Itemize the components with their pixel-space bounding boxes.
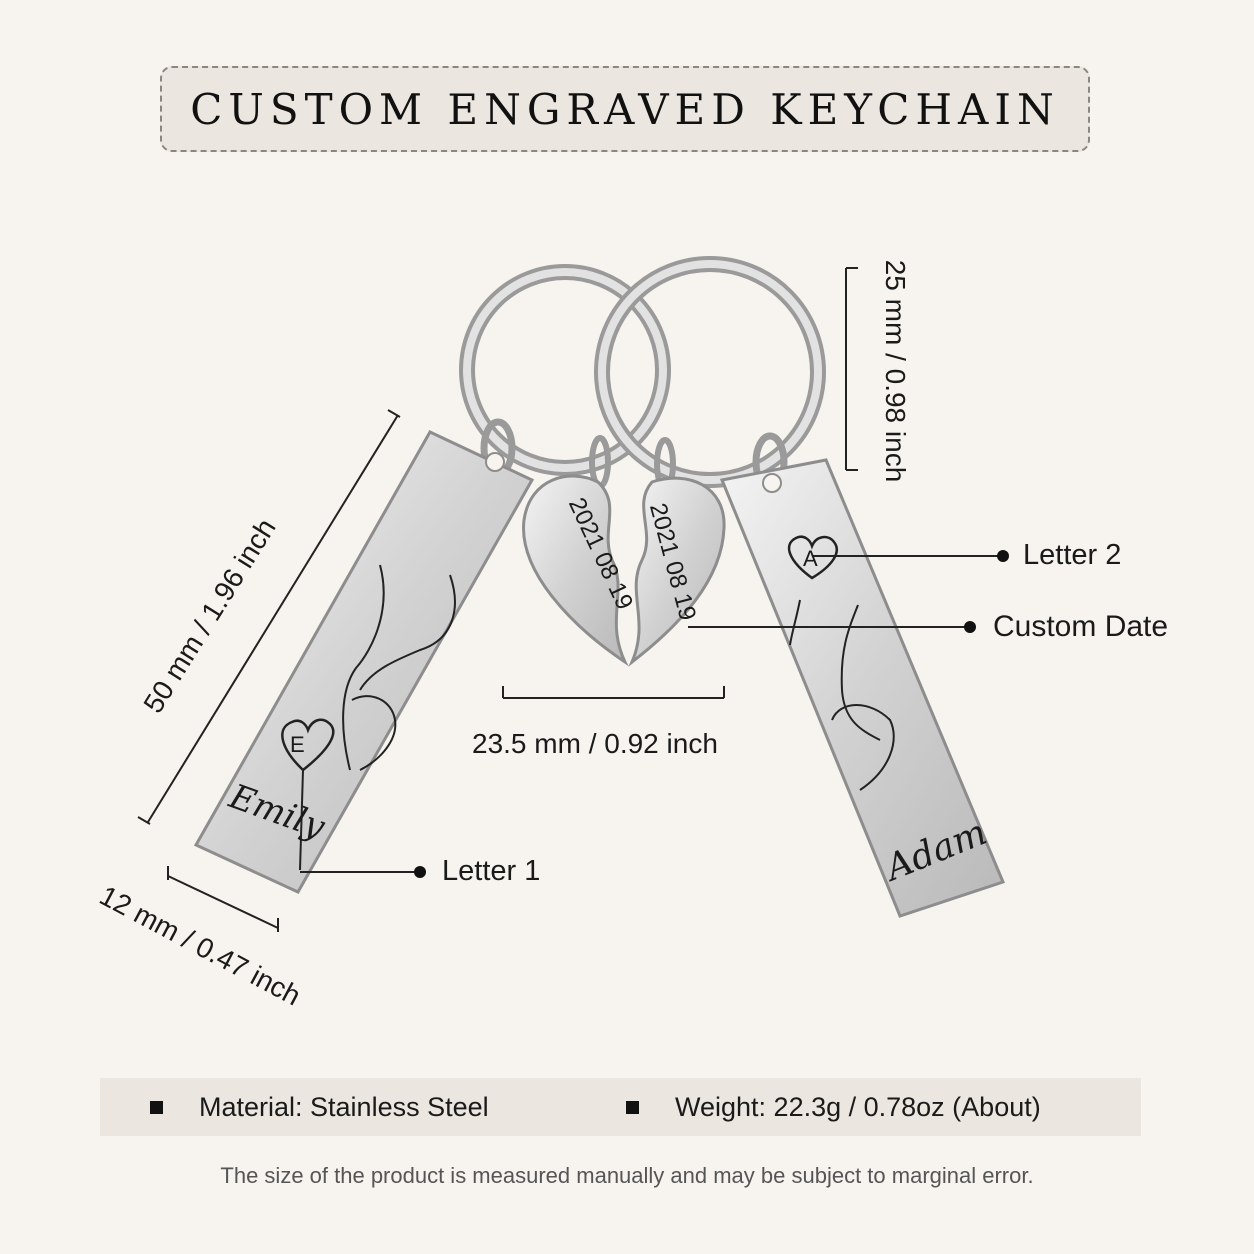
engraved-initial-left: E	[290, 732, 305, 757]
heart-half-right	[628, 476, 726, 667]
heart-icon	[281, 718, 335, 772]
disclaimer-note: The size of the product is measured manu…	[220, 1163, 1034, 1188]
callout-dot	[964, 621, 976, 633]
dimension-heart: 23.5 mm / 0.92 inch	[472, 728, 718, 759]
callout-dot	[414, 866, 426, 878]
spec-material: Material: Stainless Steel	[150, 1078, 489, 1136]
spec-panel: Material: Stainless Steel Weight: 22.3g …	[100, 1078, 1141, 1136]
bullet-icon	[626, 1100, 639, 1114]
dimension-ring: 25 mm / 0.98 inch	[880, 259, 911, 483]
dimension-lines	[137, 267, 858, 932]
engraved-initial-right: A	[803, 546, 818, 571]
callout-leaders	[300, 555, 1002, 873]
page-title: CUSTOM ENGRAVED KEYCHAIN	[190, 84, 1060, 134]
callout-letter-1: Letter 1	[442, 855, 541, 887]
callout-letter-2: Letter 2	[1023, 539, 1122, 571]
heart-icon	[787, 535, 838, 580]
callout-custom-date: Custom Date	[993, 610, 1169, 643]
spec-weight: Weight: 22.3g / 0.78oz (About)	[626, 1078, 1041, 1136]
left-bar-tag	[193, 430, 535, 894]
callout-dot	[997, 550, 1009, 562]
right-bar-tag	[719, 458, 1006, 918]
heart-half-left	[522, 474, 629, 667]
title-banner: CUSTOM ENGRAVED KEYCHAIN	[160, 66, 1090, 152]
bullet-icon	[150, 1100, 163, 1114]
